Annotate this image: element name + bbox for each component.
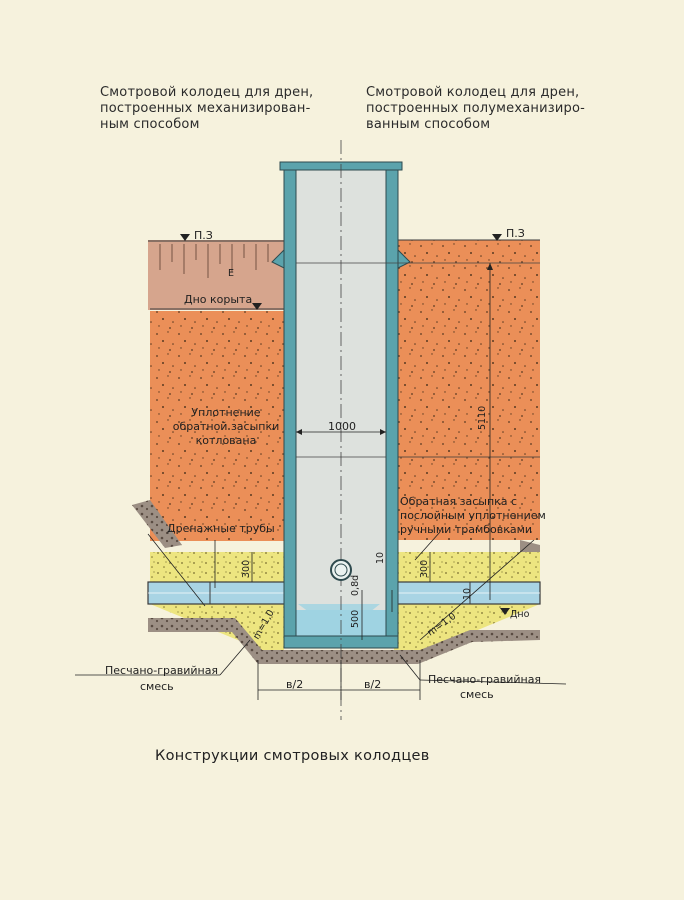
backfill-label-3: ручными трамбовками xyxy=(400,523,532,536)
diagram-caption: Конструкции смотровых колодцев xyxy=(155,748,430,764)
well-left-wall xyxy=(283,167,297,649)
heading-right: Смотровой колодец для дрен, построенных … xyxy=(366,85,585,132)
heading-left: Смотровой колодец для дрен, построенных … xyxy=(100,85,314,132)
pz-label-left: П.З xyxy=(194,229,213,242)
pz-label-right: П.З xyxy=(506,227,525,240)
pz-marker-left xyxy=(180,234,190,241)
left-topsoil-hatching xyxy=(159,244,269,278)
bottom-depth-text: 500 xyxy=(350,610,361,628)
sand-gravel-right-label-2: смесь xyxy=(460,688,494,701)
sand-gravel-left-label-2: смесь xyxy=(140,680,174,693)
sand-gravel-right-label-1: Песчано-гравийная xyxy=(428,673,541,686)
backfill-label-2: послойным уплотнением xyxy=(400,509,546,522)
layer-left-text: 300 xyxy=(241,560,252,578)
compaction-label-2: обратной засыпки xyxy=(173,420,280,433)
half-b-left-text: в/2 xyxy=(286,678,303,691)
width-dimension-text: 1000 xyxy=(328,420,356,433)
compaction-label-3: котлована xyxy=(196,434,257,447)
backfill-label-1: Обратная засыпка с xyxy=(400,495,517,508)
half-b-right-text: в/2 xyxy=(364,678,381,691)
bottom-label: Дно xyxy=(510,609,530,620)
well-right-wall xyxy=(385,167,399,649)
pz-marker-right xyxy=(492,234,502,241)
small-mark-text: 10 xyxy=(375,552,386,564)
compaction-label-1: Уплотнение xyxy=(191,406,260,419)
depth-dimension-text: 5110 xyxy=(477,406,488,430)
left-topsoil-layer xyxy=(148,240,284,310)
pipe-level-text: 0,8d xyxy=(350,575,361,596)
layer-right-text: 300 xyxy=(419,560,430,578)
soil-mark: Е xyxy=(228,268,234,279)
gap-text: 10 xyxy=(462,588,473,600)
pipe-opening-circle xyxy=(330,559,352,581)
trough-bottom-label: Дно корыта xyxy=(184,293,252,306)
drain-pipes-label: Дренажные трубы xyxy=(167,522,275,535)
sand-gravel-left-label-1: Песчано-гравийная xyxy=(105,664,218,677)
